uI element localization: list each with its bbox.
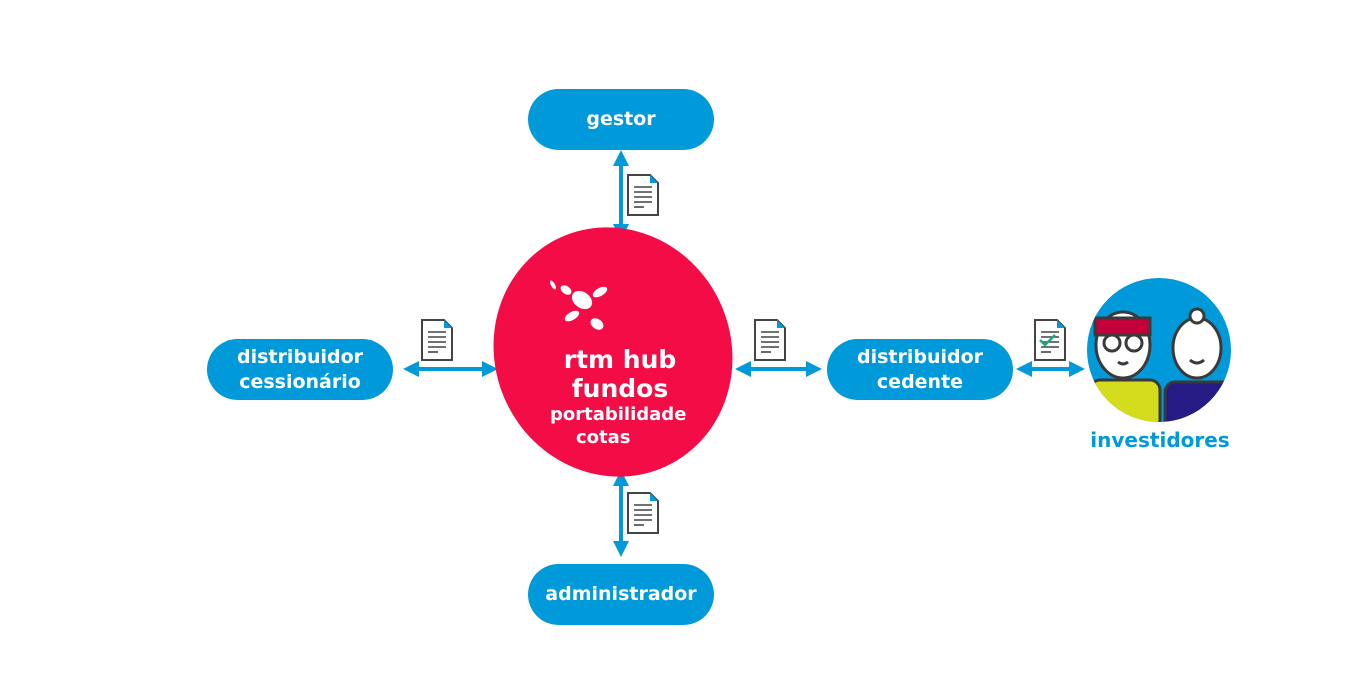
hub-title: rtm hub fundos (563, 345, 677, 403)
node-label: cedente (876, 370, 964, 393)
investidores-label: investidores (1090, 428, 1230, 452)
document-check-icon (1034, 319, 1066, 361)
node-administrador: administrador (528, 564, 714, 625)
hub-subtitle: portabilidade (550, 404, 687, 425)
node-label: distribuidor (236, 345, 364, 368)
node-label: distribuidor (856, 345, 984, 368)
hub-label: rtm hub fundos portabilidade cotas (520, 345, 720, 449)
node-label: gestor (586, 108, 656, 130)
document-icon (627, 174, 659, 216)
investors-illustration (1087, 278, 1231, 422)
document-icon (754, 319, 786, 361)
hub-subtitle: cotas (576, 427, 631, 448)
node-gestor: gestor (528, 89, 714, 150)
document-icon (627, 492, 659, 534)
rtm-logo (549, 280, 608, 330)
node-label: administrador (545, 583, 697, 605)
document-icon (421, 319, 453, 361)
hub-ellipse (493, 227, 733, 477)
node-label: cessionário (239, 370, 361, 393)
